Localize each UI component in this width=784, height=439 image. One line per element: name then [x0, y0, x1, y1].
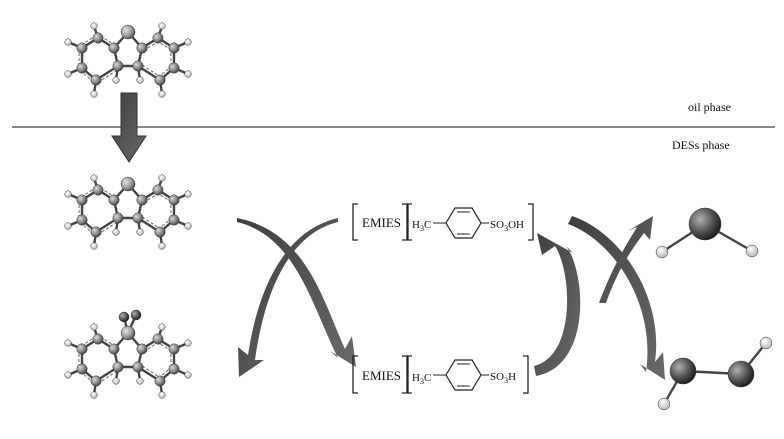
curved-arrow-icon [238, 218, 338, 377]
peroxy-acid-group-label: SO3OH [490, 219, 524, 233]
methyl-group-label: H3C [412, 372, 431, 386]
dibenzothiophene-sulfone-molecule-icon [64, 309, 192, 399]
curved-arrow-icon [237, 218, 356, 367]
oil-phase-label: oil phase [688, 100, 731, 114]
sulfonic-acid-group-label: SO3H [490, 371, 516, 385]
curved-arrow-icon [534, 233, 581, 376]
dibenzothiophene-molecule-icon [64, 22, 192, 98]
curved-arrow-icon [568, 216, 665, 380]
water-molecule-icon [657, 336, 773, 411]
down-arrow-icon [111, 92, 147, 163]
des-phase-label: DESs phase [672, 138, 730, 152]
hydrogen-peroxide-molecule-icon [655, 207, 759, 259]
peroxy-acid-reagent: EMIES H3C SO3OH [352, 203, 534, 241]
sulfonic-acid-reagent: EMIES H3C SO3H [352, 355, 529, 394]
cation-label: EMIES [362, 215, 401, 230]
cation-label: EMIES [362, 368, 401, 383]
methyl-group-label: H3C [412, 219, 431, 233]
dibenzothiophene-molecule-icon [64, 174, 192, 250]
